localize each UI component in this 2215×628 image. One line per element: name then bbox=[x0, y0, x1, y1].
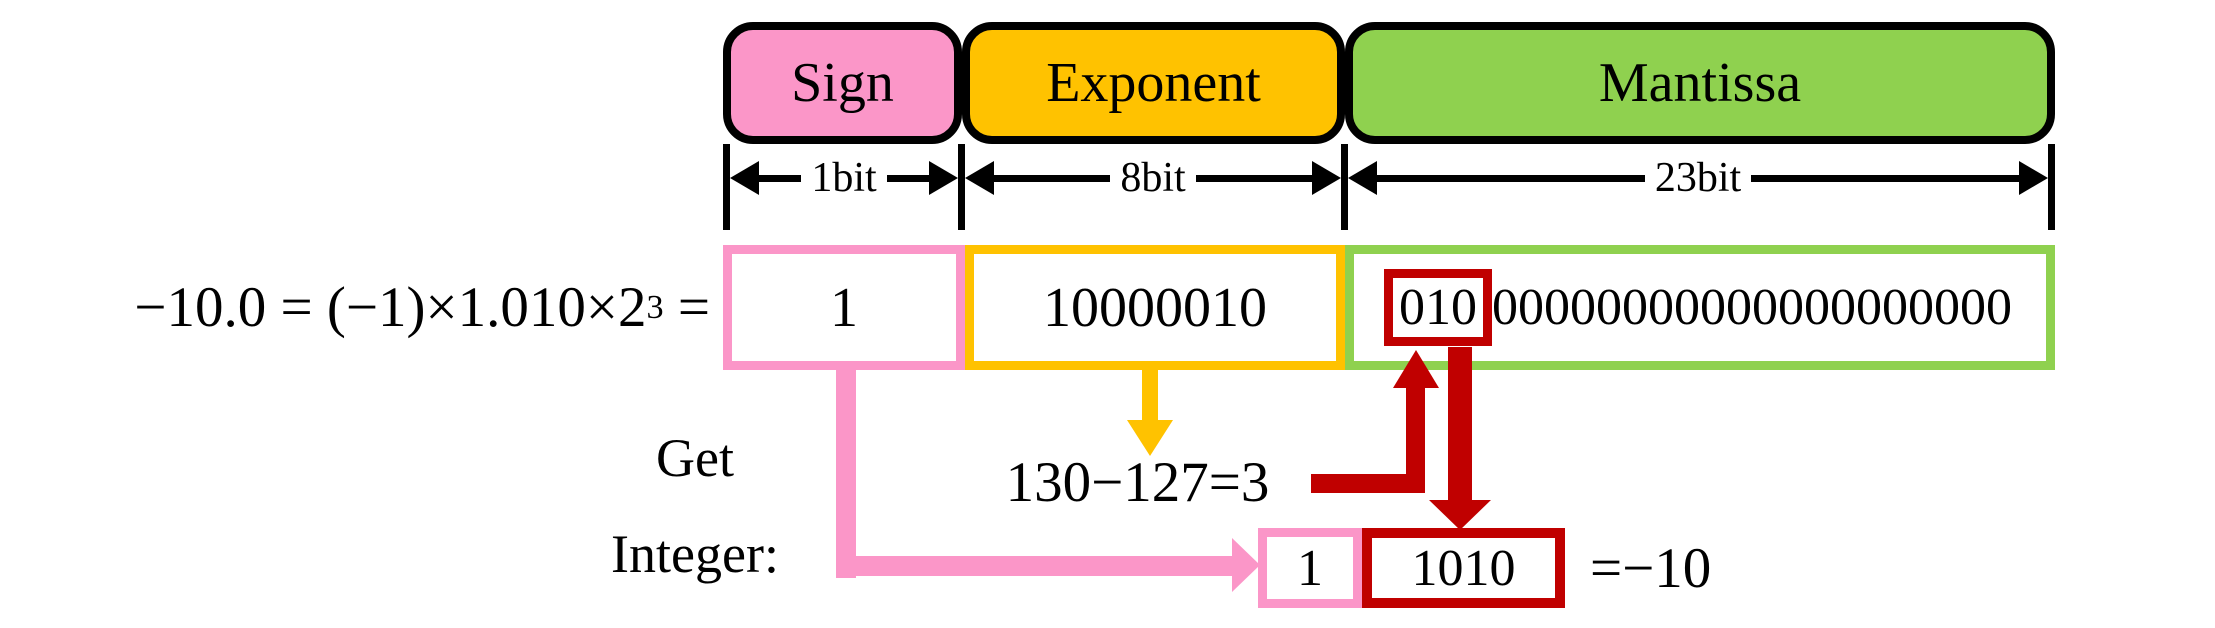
arrowhead-left-icon bbox=[1348, 161, 1377, 195]
result-integer-box: 1010 bbox=[1362, 528, 1565, 608]
exponent-bias-arrow-shaft bbox=[1142, 368, 1158, 420]
arrowhead-left-icon bbox=[730, 161, 759, 195]
exponent-bias-arrow-head-icon bbox=[1127, 420, 1173, 456]
result-integer-bits: 1010 bbox=[1411, 539, 1516, 597]
mantissa-field-label: Mantissa bbox=[1598, 52, 1802, 114]
result-sign-box: 1 bbox=[1258, 528, 1362, 608]
formula-prefix: −10.0 = (−1)×1.010×2 bbox=[134, 276, 647, 339]
sign-bit-width-label: 1bit bbox=[811, 155, 877, 201]
mantissa-width-arrow: 23bit bbox=[1348, 155, 2048, 201]
exponent-width-arrow: 8bit bbox=[965, 155, 1341, 201]
dimension-tick-sign-exponent bbox=[958, 144, 965, 230]
formula-suffix: = bbox=[663, 276, 710, 339]
sign-to-result-arrow-horizontal bbox=[836, 556, 1232, 576]
exponent-field-box: Exponent bbox=[962, 22, 1345, 144]
exponent-value-box: 10000010 bbox=[965, 245, 1345, 370]
dimension-tick-exponent-mantissa bbox=[1341, 144, 1348, 230]
get-integer-line2: Integer: bbox=[611, 524, 779, 584]
sign-width-arrow: 1bit bbox=[730, 155, 958, 201]
exponent-field-label: Exponent bbox=[1046, 52, 1261, 114]
mantissa-bit-width-label: 23bit bbox=[1654, 155, 1742, 201]
sign-field-label: Sign bbox=[791, 52, 894, 114]
mantissa-to-result-arrow-head-icon bbox=[1429, 500, 1491, 530]
mantissa-remaining-bits: 00000000000000000000 bbox=[1492, 278, 2012, 336]
mantissa-field-box: Mantissa bbox=[1345, 22, 2055, 144]
result-sign-bit: 1 bbox=[1297, 539, 1323, 597]
sign-to-result-arrow-head-icon bbox=[1232, 538, 1260, 592]
sign-field-box: Sign bbox=[723, 22, 962, 144]
arrowhead-right-icon bbox=[929, 161, 958, 195]
arrowhead-left-icon bbox=[965, 161, 994, 195]
mantissa-highlighted-bits: 010 bbox=[1384, 268, 1492, 347]
shift-arrow-horizontal-bar bbox=[1311, 474, 1425, 493]
mantissa-to-result-arrow-shaft bbox=[1448, 347, 1472, 500]
get-integer-line1: Get bbox=[656, 428, 734, 488]
result-equals-text: =−10 bbox=[1590, 536, 1712, 600]
dimension-tick-right bbox=[2048, 144, 2055, 230]
exponent-bit-width-label: 8bit bbox=[1120, 155, 1186, 201]
dimension-tick-left bbox=[723, 144, 730, 230]
get-integer-label: Get Integer: bbox=[545, 410, 845, 602]
exponent-bits-value: 10000010 bbox=[1043, 276, 1267, 339]
sign-bit-value: 1 bbox=[830, 276, 858, 339]
exponent-calc-text: 130−127=3 bbox=[1005, 451, 1270, 514]
arrowhead-right-icon bbox=[2019, 161, 2048, 195]
sign-value-box: 1 bbox=[723, 245, 965, 370]
shift-arrow-up-head-icon bbox=[1393, 350, 1439, 388]
sign-to-result-arrow-vertical bbox=[836, 368, 856, 578]
shift-arrow-vertical-shaft bbox=[1406, 388, 1425, 493]
arrowhead-right-icon bbox=[1312, 161, 1341, 195]
